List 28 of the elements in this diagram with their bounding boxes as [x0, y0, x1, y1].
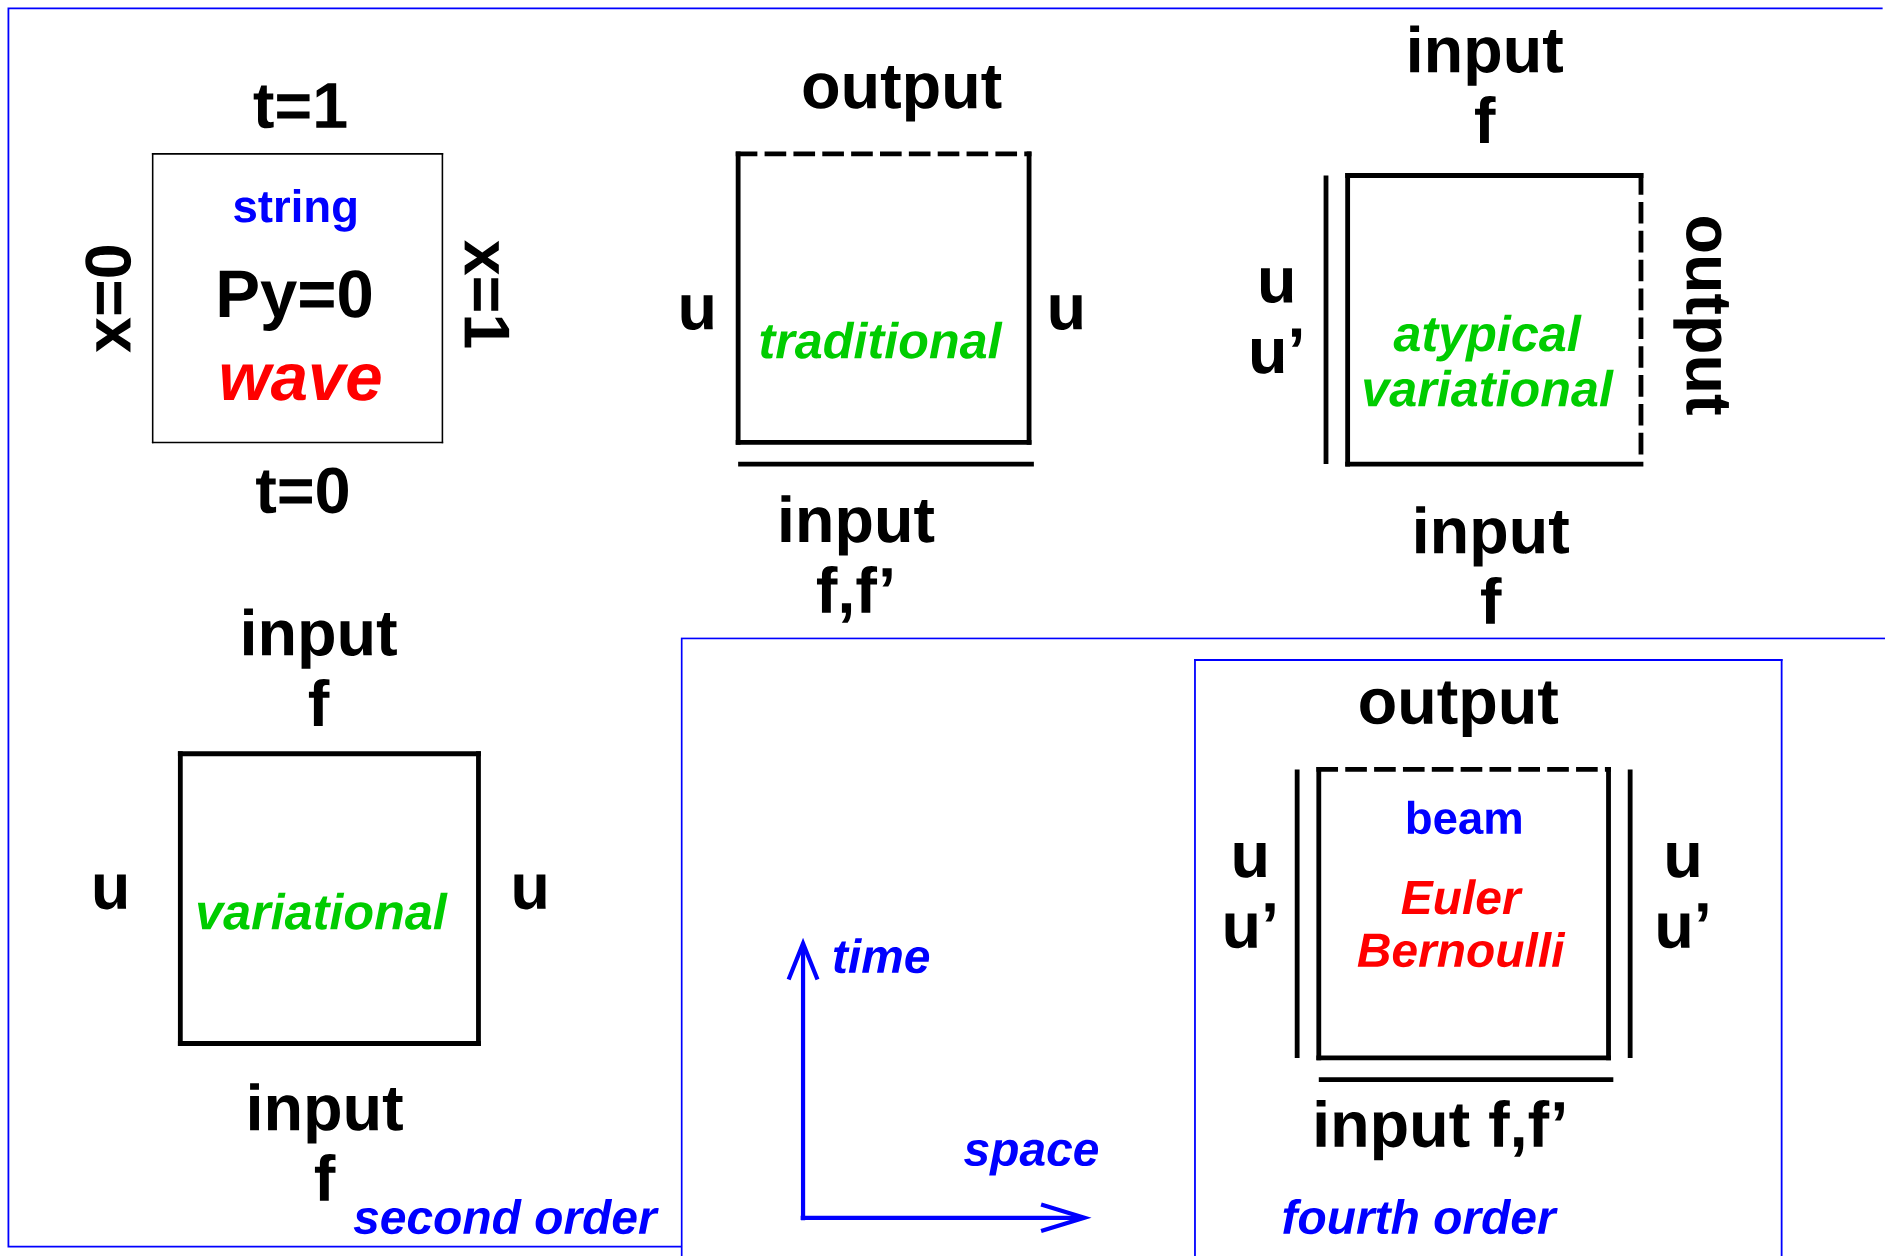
boundary-label: input f	[250, 1083, 403, 1201]
boundary-label: output	[1360, 681, 1559, 737]
boundary-label: input f	[1410, 25, 1563, 143]
boundary-label: x=0	[85, 245, 132, 353]
boundary-label: output	[1673, 216, 1729, 415]
boundary-label: output	[803, 65, 1002, 122]
annotation-label: second order	[353, 1198, 659, 1235]
boundary-label: t=0	[256, 467, 348, 514]
boundary-label: u u’	[1252, 268, 1302, 374]
boundary-label: u	[681, 295, 713, 330]
boundary-box: atypical variational	[1323, 173, 1644, 467]
boundary-label: input f	[1416, 506, 1569, 624]
boundary-box: variational	[177, 751, 481, 1046]
boundary-label: t=1	[253, 83, 347, 129]
boundary-box: beam Euler Bernoulli	[1294, 766, 1633, 1082]
boundary-label: u	[514, 874, 546, 910]
boundary-label: u	[94, 874, 127, 910]
boundary-label: u u’	[1658, 842, 1708, 949]
boundary-label: input f	[244, 608, 397, 726]
boundary-label: input f,f’	[1316, 1099, 1564, 1161]
boundary-box: string Py=0 wave	[151, 153, 444, 444]
boundary-label: u u’	[1225, 842, 1275, 949]
boundary-box: traditional	[735, 151, 1034, 467]
boundary-label: x=1	[464, 240, 510, 348]
annotation-label: space	[964, 1139, 1099, 1176]
boundary-label: u	[1050, 295, 1082, 330]
annotation-label: time	[833, 938, 930, 974]
boundary-label: input f,f’	[781, 495, 935, 623]
